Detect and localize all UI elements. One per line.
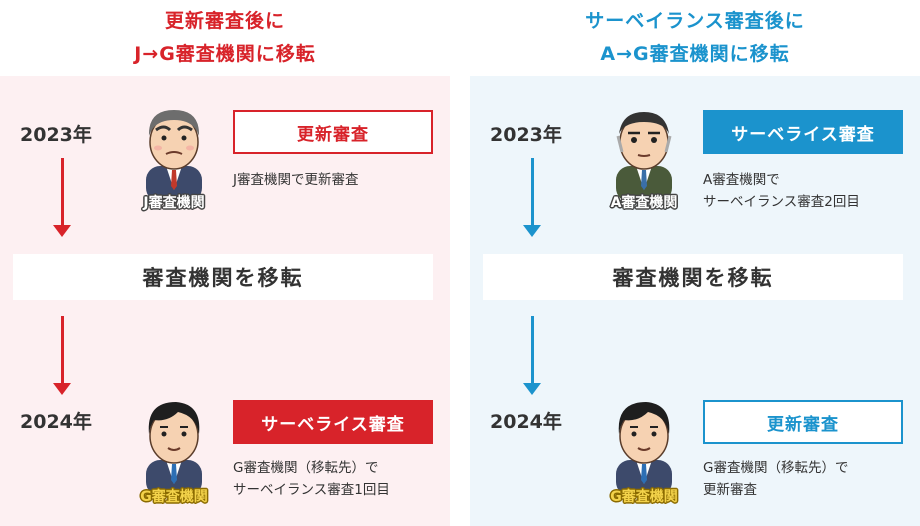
right-desc-1-line2: サーベイランス審査2回目 [703, 194, 860, 210]
right-desc-2-line1: G審査機関（移転先）で [703, 460, 849, 476]
left-title-line1: 更新審査後に [164, 10, 285, 32]
left-person-1-label: J審査機関 [143, 195, 205, 211]
right-panel: 2023年 A審査機関 サーベライス審査 A審査機関で サーベイランス審査2回目… [470, 76, 920, 526]
right-year-1: 2023年 [490, 124, 562, 146]
right-tag-1: サーベライス審査 [703, 110, 903, 154]
right-column-title: サーベイランス審査後に A→G審査機関に移転 [470, 0, 920, 76]
right-desc-2: G審査機関（移転先）で 更新審査 [703, 457, 918, 501]
left-year-1: 2023年 [20, 124, 92, 146]
left-title-line2: J→G審査機関に移転 [134, 43, 316, 65]
right-person-1: A審査機関 [598, 100, 690, 212]
right-desc-1: A審査機関で サーベイランス審査2回目 [703, 169, 918, 213]
right-desc-2-line2: 更新審査 [703, 482, 757, 498]
left-person-2-label: G審査機関 [140, 489, 208, 505]
right-arrow-1 [523, 158, 541, 237]
left-arrow-2 [53, 316, 71, 395]
right-transfer-band: 審査機関を移転 [483, 254, 903, 300]
left-column-title: 更新審査後に J→G審査機関に移転 [0, 0, 450, 76]
left-person-1: J審査機関 [128, 100, 220, 212]
right-person-2: G審査機関 [598, 394, 690, 506]
older-auditor-icon [146, 110, 202, 202]
left-tag-2: サーベライス審査 [233, 400, 433, 444]
right-arrow-2 [523, 316, 541, 395]
left-desc-2-line2: サーベイランス審査1回目 [233, 482, 390, 498]
young-auditor-icon [616, 402, 672, 496]
left-desc-2: G審査機関（移転先）で サーベイランス審査1回目 [233, 457, 448, 501]
left-transfer-band: 審査機関を移転 [13, 254, 433, 300]
right-desc-1-line1: A審査機関で [703, 172, 780, 188]
left-arrow-1 [53, 158, 71, 237]
left-desc-2-line1: G審査機関（移転先）で [233, 460, 379, 476]
young-auditor-icon [146, 402, 202, 496]
right-person-2-label: G審査機関 [610, 489, 678, 505]
right-person-1-label: A審査機関 [610, 195, 678, 211]
left-desc-1-line1: J審査機関で更新審査 [233, 172, 359, 188]
left-panel: 2023年 J審査機関 更新審査 J審査機関で更新審査 審査機関を移転 2024… [0, 76, 450, 526]
left-person-2: G審査機関 [128, 394, 220, 506]
older-auditor-icon [616, 112, 672, 202]
right-title-line1: サーベイランス審査後に [585, 10, 805, 32]
left-tag-1: 更新審査 [233, 110, 433, 154]
left-year-2: 2024年 [20, 411, 92, 433]
right-tag-2: 更新審査 [703, 400, 903, 444]
right-title-line2: A→G審査機関に移転 [600, 43, 790, 65]
right-year-2: 2024年 [490, 411, 562, 433]
left-desc-1: J審査機関で更新審査 [233, 169, 448, 191]
